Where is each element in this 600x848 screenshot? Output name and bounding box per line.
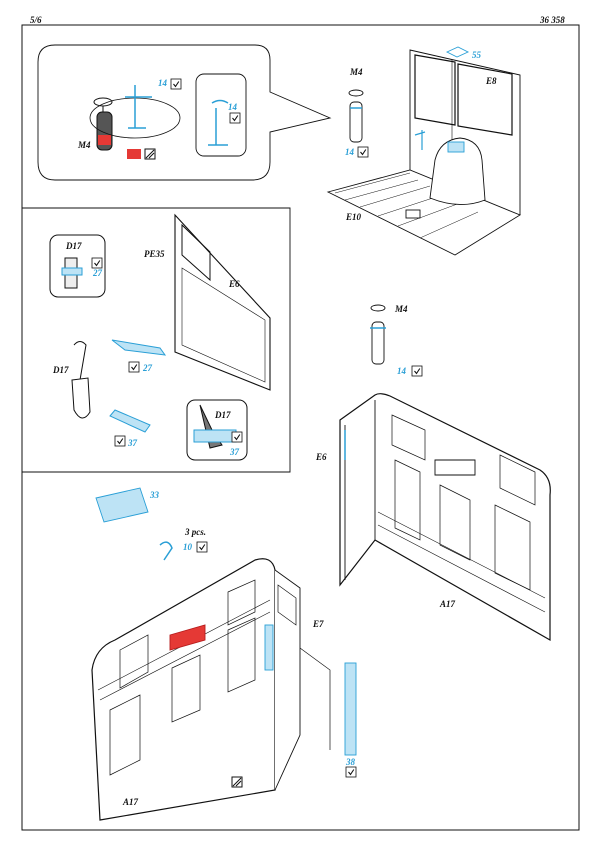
oxygen-bottle-inset: M4 14 14 <box>37 44 332 181</box>
check-mark-icon <box>345 766 357 778</box>
check-mark-icon <box>196 541 208 553</box>
label-a17: A17 <box>122 797 139 807</box>
part-14: 14 <box>397 366 407 376</box>
check-mark-icon <box>114 435 126 447</box>
label-e7: E7 <box>312 619 324 629</box>
page-border <box>21 24 580 831</box>
check-mark-icon <box>170 78 182 90</box>
right-wall-diagram <box>339 304 551 642</box>
label-m4: M4 <box>77 140 91 150</box>
part-27: 27 <box>92 268 103 278</box>
label-3-pcs: 3 pcs. <box>184 527 206 537</box>
part-33: 33 <box>149 490 160 500</box>
check-mark-icon <box>231 431 243 443</box>
check-mark-icon <box>91 257 103 269</box>
label-d17: D17 <box>65 241 82 251</box>
left-wall-diagram <box>91 487 357 821</box>
part-37: 37 <box>127 438 138 448</box>
part-14: 14 <box>345 147 355 157</box>
part-14: 14 <box>228 102 238 112</box>
label-e6: E6 <box>228 279 240 289</box>
label-e10: E10 <box>345 212 362 222</box>
label-e6: E6 <box>315 452 327 462</box>
bottle-red-band <box>98 135 111 145</box>
part-10: 10 <box>183 542 193 552</box>
label-d17: D17 <box>214 410 231 420</box>
bracket-14-a <box>125 85 152 129</box>
part-14: 14 <box>158 78 168 88</box>
part-27: 27 <box>142 363 153 373</box>
part-37: 37 <box>229 447 240 457</box>
bracket-14-b <box>208 99 229 146</box>
page-number: 5/6 <box>30 15 42 25</box>
shovel-detail-panel <box>22 207 291 473</box>
label-e8: E8 <box>485 76 497 86</box>
label-pe35: PE35 <box>144 249 165 259</box>
paint-swatch-icon <box>144 148 156 160</box>
check-mark-icon <box>128 361 140 373</box>
label-a17: A17 <box>439 599 456 609</box>
cab-interior-diagram <box>326 46 521 256</box>
red-paint-swatch <box>127 149 141 159</box>
kit-code: 36 358 <box>540 15 565 25</box>
label-m4: M4 <box>349 67 363 77</box>
check-mark-icon <box>357 146 369 158</box>
paint-swatch-icon <box>231 776 243 788</box>
check-mark-icon <box>229 112 241 124</box>
label-d17: D17 <box>52 365 69 375</box>
check-mark-icon <box>411 365 423 377</box>
label-m4: M4 <box>394 304 408 314</box>
part-55: 55 <box>472 50 482 60</box>
part-38: 38 <box>345 757 356 767</box>
